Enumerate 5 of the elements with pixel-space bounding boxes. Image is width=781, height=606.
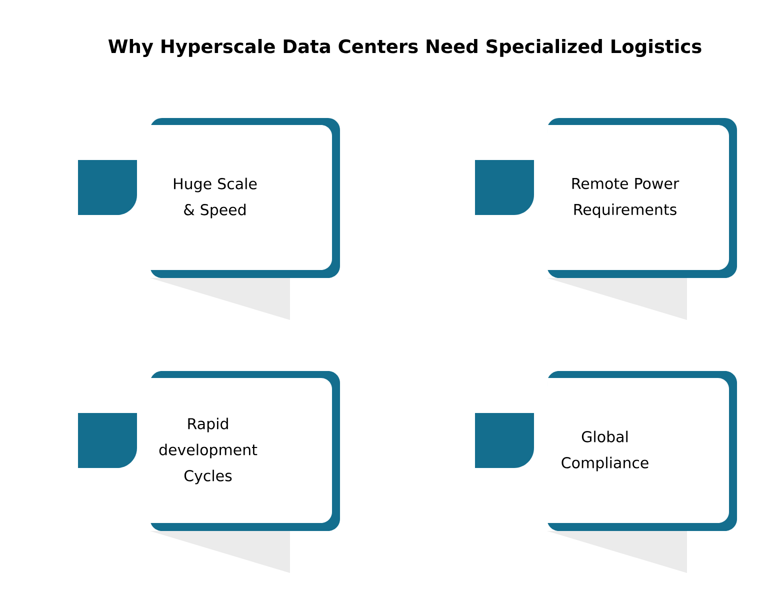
card: Rapid development Cycles <box>78 371 340 573</box>
card: Global Compliance <box>475 371 737 573</box>
card: Remote Power Requirements <box>475 118 737 320</box>
card: Huge Scale & Speed <box>78 118 340 320</box>
title: Why Hyperscale Data Centers Need Specialized Logistics <box>108 38 702 58</box>
